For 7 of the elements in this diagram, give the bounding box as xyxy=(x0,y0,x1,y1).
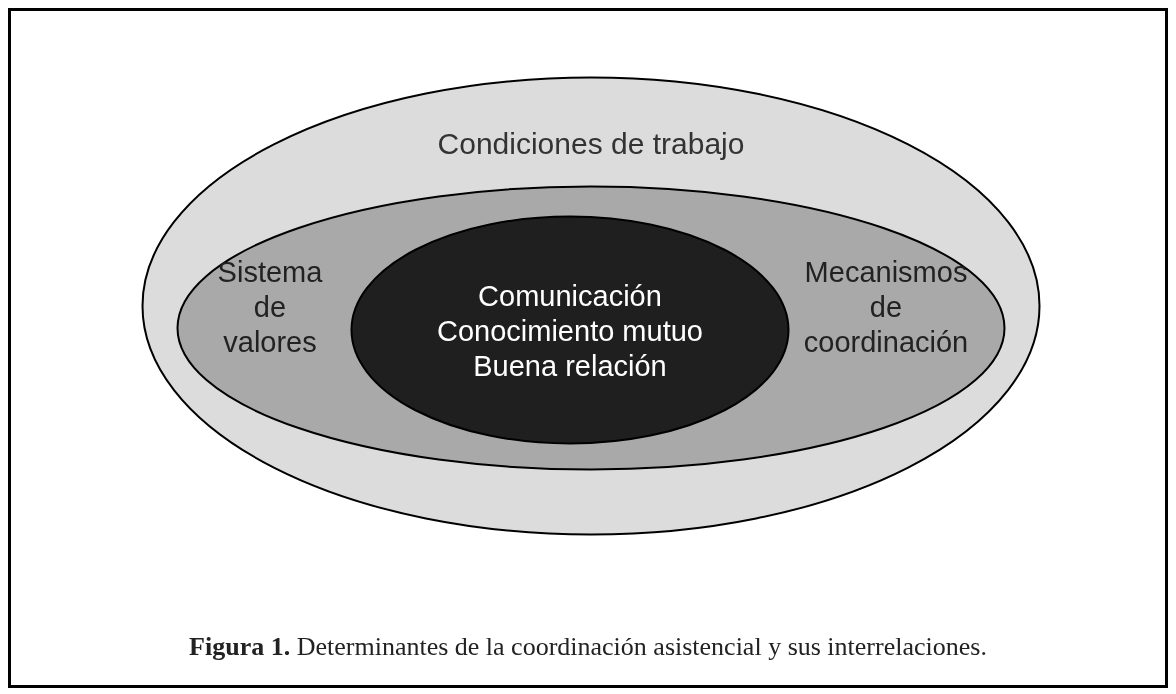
ring-label: Condiciones de trabajo xyxy=(436,126,746,162)
core-label: Buena relación xyxy=(472,349,668,384)
core-label: Conocimiento mutuo xyxy=(436,314,704,349)
ring-label: Mecanismos de coordinación xyxy=(802,255,970,360)
core-label: Comunicación xyxy=(477,279,663,314)
ring-label: Sistema de valores xyxy=(216,255,324,360)
figure-caption: Figura 1. Determinantes de la coordinación asistencial y sus interrelaciones. xyxy=(188,632,988,662)
